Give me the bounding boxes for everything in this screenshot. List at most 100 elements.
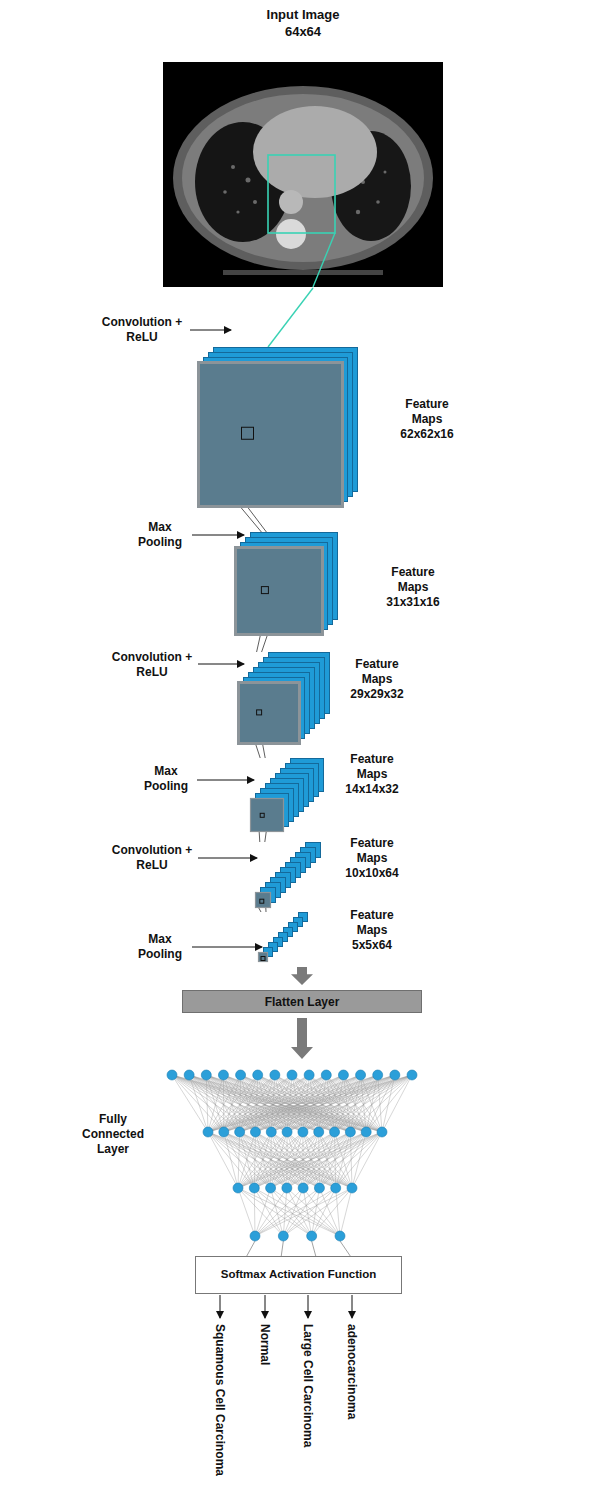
projection-line — [256, 744, 266, 758]
neuron-connection — [271, 1075, 377, 1132]
neuron-connection — [208, 1075, 395, 1132]
class-label: Squamous Cell Carcinoma — [213, 1324, 227, 1476]
neuron-connection — [254, 1188, 340, 1236]
neuron-connection — [303, 1188, 312, 1236]
neuron-connection — [172, 1075, 271, 1132]
projection-line — [259, 832, 266, 842]
neuron-connections — [172, 1075, 412, 1236]
neuron — [236, 1070, 246, 1080]
receptive-field — [261, 957, 265, 961]
neuron-connection — [271, 1075, 412, 1132]
operation-arrow — [190, 330, 231, 331]
feature-map-node: Feature Maps 62x62x16 — [198, 347, 358, 507]
neuron-connection — [303, 1132, 320, 1188]
heart — [253, 106, 377, 198]
neuron-connection — [206, 1075, 208, 1132]
feature-map-stack — [238, 652, 330, 744]
neuron-connection — [255, 1188, 271, 1236]
neuron-connection — [241, 1075, 256, 1132]
neuron — [304, 1070, 314, 1080]
neuron — [407, 1070, 417, 1080]
neuron-connection — [287, 1132, 382, 1188]
neuron-connection — [208, 1132, 303, 1188]
output-arrow — [265, 1295, 266, 1318]
neuron-connection — [254, 1132, 382, 1188]
feature-map-node: Feature Maps 14x14x32 — [250, 758, 324, 832]
neuron-connection — [240, 1075, 412, 1132]
layer-label: Fully Connected Layer — [78, 1112, 148, 1157]
neuron — [373, 1070, 383, 1080]
spine — [276, 219, 306, 249]
neuron — [345, 1127, 355, 1137]
neuron-connection — [366, 1075, 412, 1132]
neuron — [298, 1183, 308, 1193]
operation-label: Convolution + ReLU — [110, 843, 194, 873]
projection-line — [257, 635, 268, 652]
receptive-field — [257, 710, 262, 715]
neuron — [347, 1183, 357, 1193]
neuron-connection — [283, 1188, 319, 1236]
neuron-connection — [312, 1188, 352, 1236]
operation-arrow — [198, 858, 257, 859]
class-label: adenocarcinoma — [345, 1324, 359, 1419]
neuron-connection — [172, 1075, 319, 1132]
neuron-connection — [271, 1132, 382, 1188]
neuron-connection — [208, 1132, 271, 1188]
projection-line — [268, 288, 313, 347]
neuron-connection — [283, 1188, 352, 1236]
neuron-connection — [303, 1188, 340, 1236]
feature-map-label: Feature Maps 10x10x64 — [340, 836, 404, 881]
output-connections — [247, 1241, 351, 1256]
operation-arrow — [192, 535, 244, 536]
output-arrow — [220, 1295, 221, 1318]
box-label: Flatten Layer — [265, 994, 340, 1010]
operation-label: Max Pooling — [140, 764, 192, 794]
neuron — [390, 1070, 400, 1080]
neuron-connection — [238, 1132, 319, 1188]
receptive-field — [260, 899, 264, 903]
feature-map-stack — [255, 842, 321, 908]
flatten-layer-box: Flatten Layer — [182, 990, 422, 1013]
feature-map-label: Feature Maps 14x14x32 — [340, 752, 404, 797]
neuron — [203, 1127, 213, 1137]
neuron-connection — [206, 1075, 224, 1132]
neuron-connection — [287, 1075, 412, 1132]
neuron-connection — [255, 1188, 287, 1236]
neuron-connection — [350, 1075, 412, 1132]
neuron-connection — [238, 1132, 382, 1188]
neuron-connection — [238, 1188, 340, 1236]
neuron — [219, 1127, 229, 1137]
neuron — [287, 1070, 297, 1080]
neuron-connection — [206, 1075, 382, 1132]
neuron-connection — [224, 1075, 412, 1132]
neuron — [331, 1183, 341, 1193]
operation-arrow — [198, 664, 244, 665]
output-arrows — [220, 1295, 352, 1318]
neuron-connection — [255, 1188, 303, 1236]
neuron-connection — [303, 1075, 412, 1132]
front-feature-map — [199, 363, 343, 507]
neuron — [266, 1127, 276, 1137]
box-label: Softmax Activation Function — [221, 1267, 376, 1283]
receptive-field — [261, 587, 268, 594]
receptive-field — [242, 427, 254, 439]
feature-map-node: Feature Maps 29x29x32 — [238, 652, 330, 744]
block-arrow — [291, 1018, 313, 1059]
projection-line — [259, 908, 266, 912]
neuron-connection — [287, 1188, 312, 1236]
operation-arrow — [197, 780, 254, 781]
neuron-connection — [240, 1132, 352, 1188]
neuron — [321, 1070, 331, 1080]
neuron-connection — [336, 1132, 382, 1188]
receptive-field — [260, 813, 264, 817]
neuron-connection — [208, 1075, 309, 1132]
neuron — [338, 1070, 348, 1080]
front-feature-map — [239, 683, 300, 744]
neuron-connection — [335, 1075, 412, 1132]
feature-map-stack — [235, 532, 338, 635]
neuron-connection — [189, 1075, 382, 1132]
neuron — [233, 1183, 243, 1193]
class-label: Normal — [258, 1324, 272, 1365]
scan-background — [163, 62, 443, 287]
